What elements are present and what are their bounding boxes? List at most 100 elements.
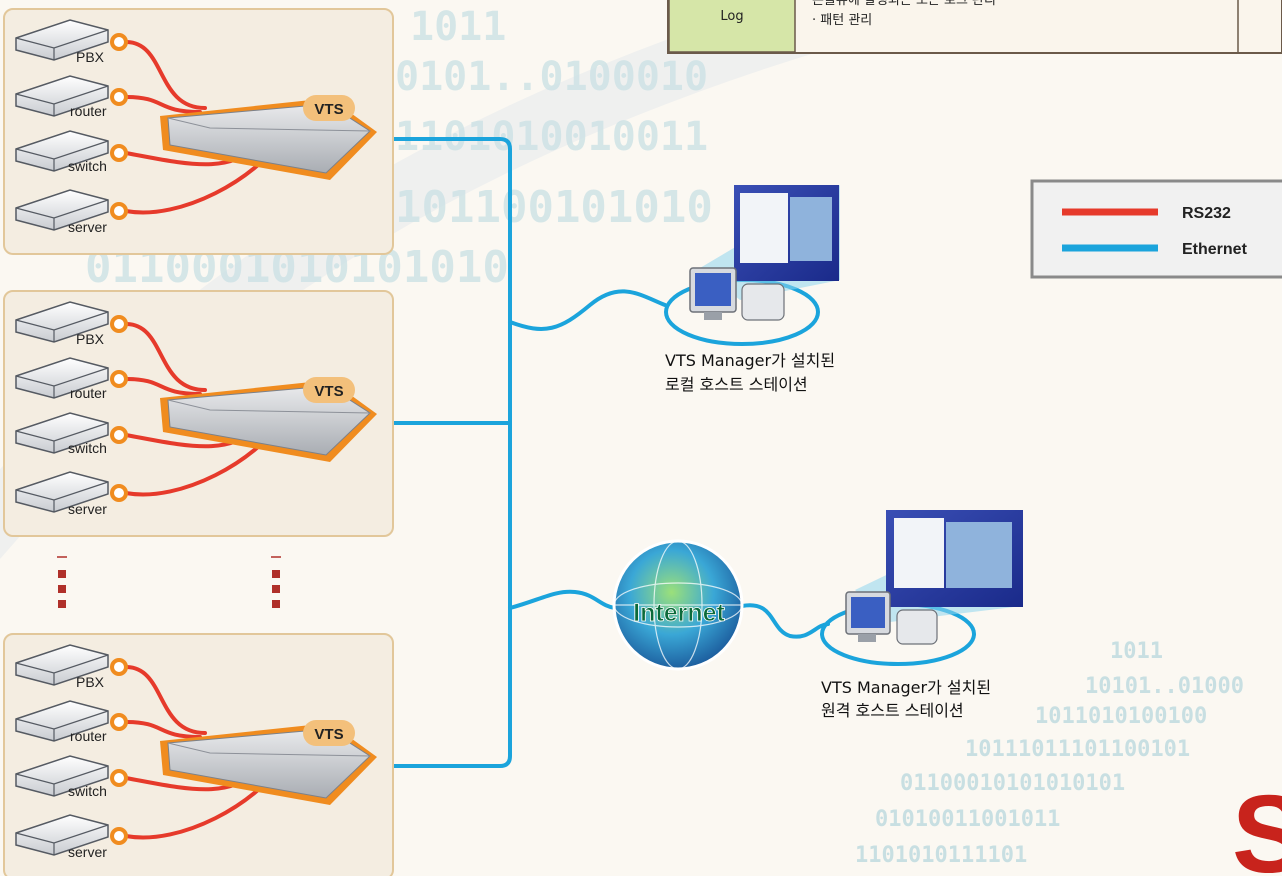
device-body <box>15 412 109 454</box>
device-body <box>15 755 109 797</box>
vts-appliance-body <box>167 385 371 456</box>
rs232-cable <box>124 377 202 396</box>
screen-window <box>740 193 788 263</box>
device-body <box>15 19 109 61</box>
device-body <box>15 357 109 399</box>
serial-port <box>110 144 128 162</box>
rs232-cable <box>124 720 202 739</box>
serial-port <box>110 202 128 220</box>
vts-badge <box>303 95 355 121</box>
continuation-dots-left <box>57 556 67 608</box>
serial-port <box>110 426 128 444</box>
binary-text: 1011 <box>1110 639 1163 664</box>
vts-label: VTS <box>314 101 343 118</box>
serial-port <box>110 658 128 676</box>
rs232-cable <box>124 665 207 735</box>
vts-appliance-body <box>167 103 371 174</box>
binary-text: 0101..0100010 <box>395 54 708 100</box>
binary-text: 10111011101100101 <box>965 737 1190 762</box>
vts-badge <box>303 377 355 403</box>
legend: RS232 Ethernet <box>1030 179 1282 279</box>
dot <box>58 585 66 593</box>
vts-group-1: PBX router switch server VTS <box>3 8 394 255</box>
device-label: switch <box>68 158 107 174</box>
local-host-station: VTS Manager가 설치된 로컬 호스트 스테이션 <box>664 185 840 394</box>
serial-port <box>110 33 128 51</box>
legend-label-ethernet: Ethernet <box>1182 241 1248 258</box>
device-switch-icon <box>15 755 109 797</box>
internet-label: Internet <box>633 599 725 627</box>
feature-table: Log 콘솔뷰에 발생되는 모든 로그 관리 · 패턴 관리 <box>667 0 1282 54</box>
device-body <box>15 75 109 117</box>
binary-text: 1011 <box>410 4 506 50</box>
device-label: PBX <box>76 331 105 347</box>
vts-label: VTS <box>314 383 343 400</box>
ethernet-trunk <box>376 137 512 768</box>
binary-text: 01100010101010101 <box>900 771 1125 796</box>
rs232-cable <box>124 40 207 110</box>
binary-text: 101100101010 <box>395 182 713 233</box>
device-body <box>15 301 109 343</box>
vts-appliance-edge <box>167 742 371 757</box>
remote-station-label-2: 원격 호스트 스테이션 <box>821 701 964 720</box>
dot <box>58 600 66 608</box>
device-switch-icon <box>15 412 109 454</box>
local-station-label-2: 로컬 호스트 스테이션 <box>665 375 808 394</box>
device-pbx-icon <box>15 644 109 686</box>
legend-label-rs232: RS232 <box>1182 205 1231 222</box>
dot <box>272 585 280 593</box>
device-server-icon <box>15 814 109 856</box>
device-label: server <box>68 219 107 235</box>
device-pbx-icon <box>15 301 109 343</box>
monitor-icon <box>689 267 785 321</box>
binary-text: 10101..01000 <box>1085 674 1244 699</box>
vts-appliance-edge <box>167 117 371 132</box>
binary-text: 1011010100100 <box>1035 704 1207 729</box>
device-router-icon <box>15 700 109 742</box>
device-label: server <box>68 501 107 517</box>
vts-badge <box>303 720 355 746</box>
device-server-icon <box>15 471 109 513</box>
device-body <box>15 189 109 231</box>
binary-background-top: 1011 0101..0100010 1101010010011 1011001… <box>85 4 713 293</box>
binary-background-bottom: 1011 10101..01000 1011010100100 10111011… <box>855 639 1244 868</box>
serial-port <box>110 769 128 787</box>
device-label: switch <box>68 440 107 456</box>
serial-port <box>110 370 128 388</box>
vts-group-2: PBX router switch server VTS <box>3 290 394 537</box>
dot <box>272 570 280 578</box>
device-label: PBX <box>76 49 105 65</box>
vts-appliance-edge <box>167 399 371 414</box>
device-router-icon <box>15 75 109 117</box>
device-label: router <box>70 385 107 401</box>
serial-port <box>110 827 128 845</box>
corner-logo-letter: S <box>1232 773 1282 876</box>
dot <box>58 570 66 578</box>
local-station-label-1: VTS Manager가 설치된 <box>665 351 835 370</box>
table-cell-log <box>668 0 796 53</box>
device-label: router <box>70 103 107 119</box>
ethernet-link-local <box>508 289 667 331</box>
ethernet-link-remote <box>740 603 830 639</box>
device-label: server <box>68 844 107 860</box>
serial-port <box>110 484 128 502</box>
legend-box <box>1030 179 1282 279</box>
device-body <box>15 644 109 686</box>
device-router-icon <box>15 357 109 399</box>
internet-globe: Internet <box>612 539 744 671</box>
ethernet-link-internet <box>508 589 617 610</box>
device-body <box>15 814 109 856</box>
device-server-icon <box>15 189 109 231</box>
rs232-cable <box>124 95 202 114</box>
device-label: switch <box>68 783 107 799</box>
monitor-icon <box>845 591 938 645</box>
vts-appliance-body <box>167 728 371 799</box>
remote-host-station: VTS Manager가 설치된 원격 호스트 스테이션 <box>820 510 1023 720</box>
device-label: PBX <box>76 674 105 690</box>
dot <box>272 600 280 608</box>
binary-text: 01010011001011 <box>875 807 1060 832</box>
continuation-dots-right <box>271 556 281 608</box>
ethernet-backbone <box>376 137 830 768</box>
screen-window <box>790 197 832 261</box>
device-pbx-icon <box>15 19 109 61</box>
